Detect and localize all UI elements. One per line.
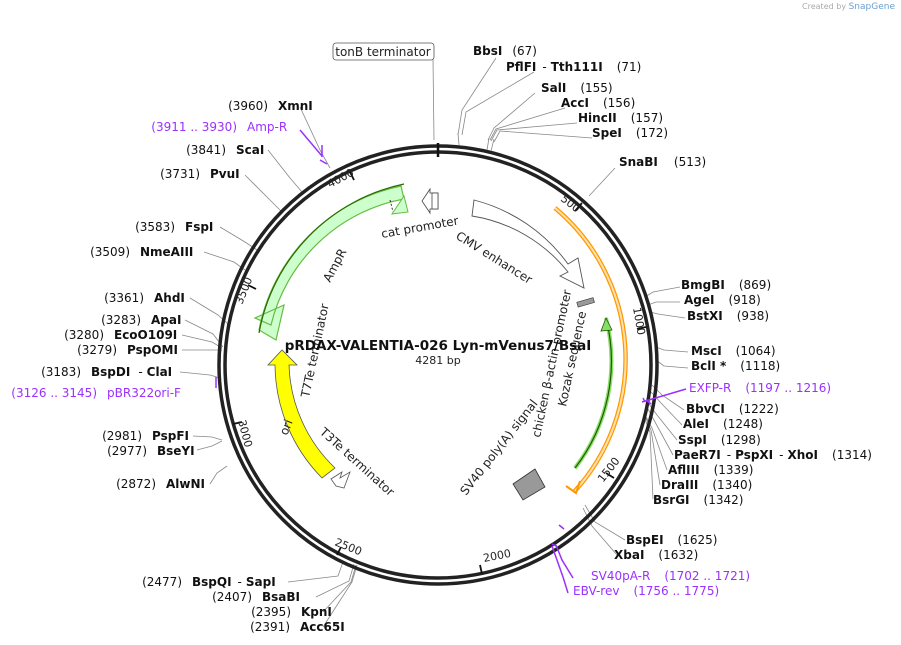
cat-promoter-arrow [421,187,439,215]
enzyme-label: (3361) [104,291,144,305]
enzyme-label: BmgBI(869) [681,278,771,292]
enzyme-labels: BbsI(67) PflFI-Tth111I(71) SalI(155) Acc… [41,44,872,634]
enzyme-label: BseYI [157,444,195,458]
tick-label-1000: 1000 [630,306,648,336]
cmv-enhancer-label: CMV enhancer [453,229,534,287]
enzyme-label: AflIII(1339) [668,463,753,477]
ampr-outline [258,183,405,334]
enzyme-label: (2407) [212,590,252,604]
enzyme-label: AleI(1248) [683,417,763,431]
primer-labels: EXFP-R(1197 .. 1216) SV40pA-R(1702 .. 17… [11,120,831,598]
enzyme-label: PspFI [152,429,189,443]
enzyme-label: PvuI [210,167,240,181]
enzyme-label: BbsI(67) [473,44,537,58]
snapgene-credit: Created by SnapGene [802,2,895,12]
enzyme-label: SpeI(172) [592,126,668,140]
plasmid-name: pRDAX-VALENTIA-026 Lyn-mVenus7/BsaI [285,338,592,354]
enzyme-label: (3960) [228,99,268,113]
enzyme-label: (3583) [135,220,175,234]
enzyme-label: (3283) [101,313,141,327]
cmv-enhancer-arrow [471,199,585,289]
tonb-terminator-feature: tonB terminator [332,42,435,141]
enzyme-label: (2477) [142,575,182,589]
enzyme-label: SalI(155) [541,81,613,95]
enzyme-label: BspEI(1625) [626,533,717,547]
primer-label: (3911 .. 3930) [151,120,237,134]
ori-label: ori [277,417,296,437]
plasmid-size: 4281 bp [415,354,460,367]
enzyme-label: FspI [185,220,213,234]
primer-label: EXFP-R(1197 .. 1216) [689,381,831,395]
enzyme-label: SspI(1298) [678,433,761,447]
enzyme-label: SnaBI(513) [619,155,706,169]
enzyme-label: HincII(157) [578,111,663,125]
ampr-label: AmpR [320,246,349,284]
enzyme-label: EcoO109I [114,328,177,342]
kozak-sequence-block [576,297,595,308]
tonb-terminator-label: tonB terminator [335,45,431,59]
enzyme-label: BsaBI [262,590,300,604]
enzyme-label: BstXI(938) [687,309,769,323]
enzyme-label: XmnI [278,99,313,113]
enzyme-label: BclI *(1118) [691,359,780,373]
snapgene-logo: SnapGene [848,2,895,12]
enzyme-label: (2872) [116,477,156,491]
enzyme-label: (3509) [90,245,130,259]
t3te-terminator-arrow [330,471,351,489]
enzyme-label: KpnI [301,605,332,619]
enzyme-label: PspOMI [127,343,178,357]
primer-label: (3126 .. 3145) [11,386,97,400]
enzyme-label: AgeI(918) [684,293,761,307]
enzyme-label: PflFI-Tth111I(71) [506,60,641,74]
enzyme-label: AlwNI [166,477,205,491]
enzyme-label: ApaI [151,313,181,327]
enzyme-label: NmeAIII [140,245,193,259]
enzyme-label: MscI(1064) [691,344,776,358]
enzyme-label: (2391) [250,620,290,634]
tick-label-2000: 2000 [482,547,512,565]
enzyme-label: DraIII(1340) [661,478,752,492]
ori-feature-arrow [267,349,336,479]
enzyme-label: BspDI-ClaI [91,365,172,379]
primer-label: pBR322ori-F [107,386,181,400]
enzyme-label: BspQI-SapI [192,575,276,589]
enzyme-label: XbaI(1632) [614,548,698,562]
credit-prefix: Created by [802,2,847,11]
enzyme-label: PaeR7I-PspXI-XhoI(1314) [674,448,872,462]
primer-marks [215,129,687,594]
enzyme-label: (2981) [102,429,142,443]
sv40-polya-block [512,468,546,501]
enzyme-label: (3280) [64,328,104,342]
enzyme-label: (3279) [77,343,117,357]
enzyme-label: AccI(156) [561,96,635,110]
primer-label: SV40pA-R(1702 .. 1721) [591,569,750,583]
primer-label: Amp-R [247,120,287,134]
primer-label: EBV-rev(1756 .. 1775) [573,584,719,598]
enzyme-label: BsrGI(1342) [653,493,743,507]
enzyme-label: (3183) [41,365,81,379]
cut-site-marks [457,132,495,152]
cat-promoter-label: cat promoter [380,214,459,241]
enzyme-label: (2395) [251,605,291,619]
enzyme-label: AhdI [154,291,185,305]
enzyme-label: (2977) [107,444,147,458]
enzyme-label: (3841) [186,143,226,157]
enzyme-label: Acc65I [300,620,345,634]
enzyme-label: (3731) [160,167,200,181]
tick-marks [232,171,647,575]
enzyme-label: ScaI [236,143,264,157]
enzyme-label: BbvCI(1222) [686,402,779,416]
